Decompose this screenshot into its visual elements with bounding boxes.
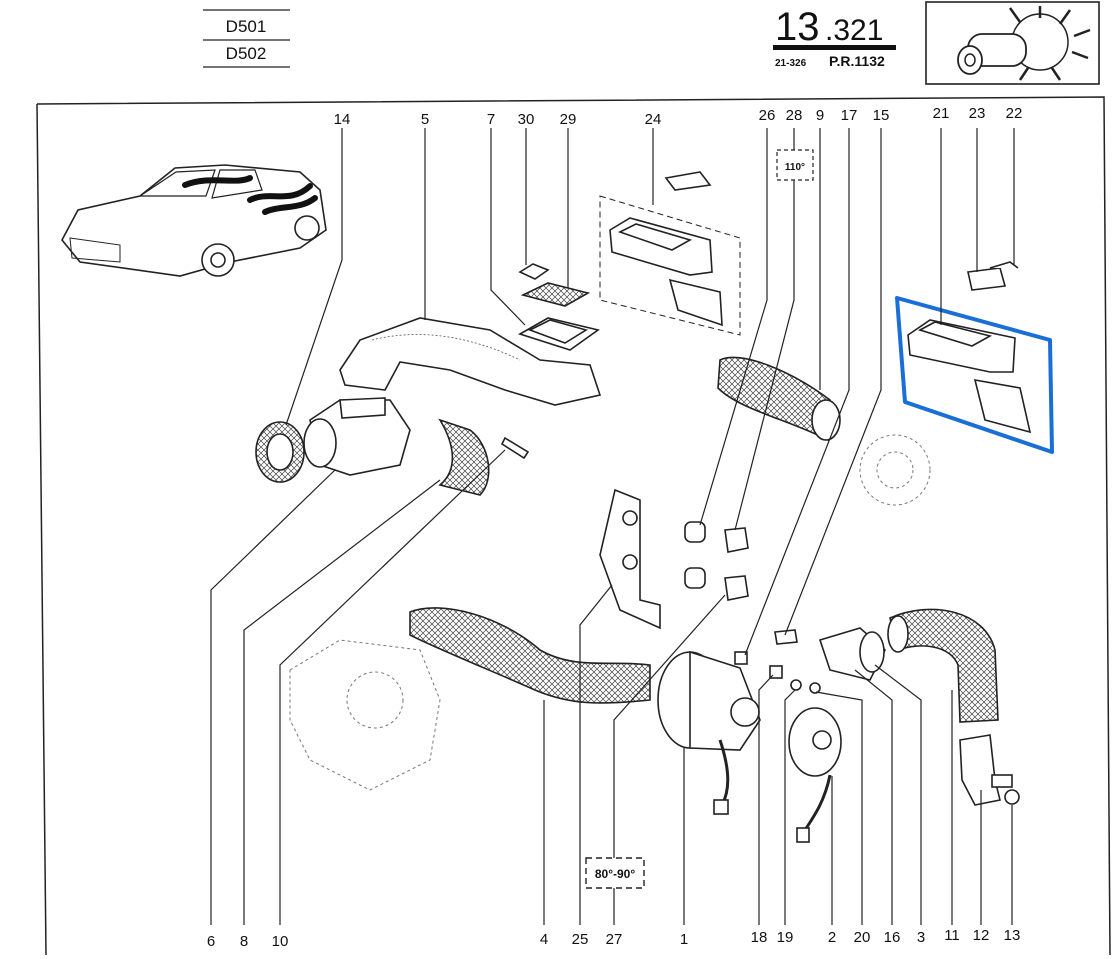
- diagram-frame: [36, 96, 1111, 956]
- model-codes: D501 D502: [203, 9, 290, 68]
- callout-label: 2: [828, 929, 836, 946]
- callout-label: 16: [884, 929, 901, 946]
- alternator-outline: [859, 434, 931, 506]
- callout-label: 13: [1004, 927, 1021, 944]
- callout-label: 19: [777, 929, 794, 946]
- vent-assembly: [599, 171, 741, 336]
- callout-label: 8: [240, 933, 248, 950]
- temperature-tag-80-90: 80°-90°: [585, 857, 645, 889]
- temperature-value: 80°-90°: [595, 867, 635, 881]
- callout-label: 17: [841, 107, 858, 124]
- air-duct: [339, 317, 602, 406]
- callout-label: 14: [334, 111, 351, 128]
- hose-elbow: [889, 608, 999, 723]
- highlight-outline: [895, 296, 1054, 454]
- callout-label: 3: [917, 929, 925, 946]
- callout-label: 30: [518, 111, 535, 128]
- pipe-fitting: [959, 734, 1001, 806]
- washer: [809, 682, 821, 694]
- section-number-sub: .321: [825, 14, 883, 47]
- callout-label: 11: [944, 927, 960, 944]
- callout-label: 7: [487, 111, 495, 128]
- model-code: D501: [226, 17, 267, 36]
- water-valve: [774, 627, 886, 681]
- top-callouts: 14 5 7 30 29 24 26 28 9 17 15 21 23 22: [334, 105, 1023, 128]
- callout-label: 27: [606, 931, 623, 948]
- temperature-value: 110°: [785, 162, 805, 173]
- callout-label: 29: [560, 111, 577, 128]
- heater-hose: [409, 607, 651, 704]
- gasket-set: [518, 263, 600, 351]
- car-illustration: [61, 164, 327, 277]
- callout-label: 4: [540, 931, 548, 948]
- heating-system-icon: [925, 1, 1100, 85]
- nut: [1004, 789, 1020, 805]
- callout-label: 12: [973, 927, 990, 944]
- callout-label: 23: [969, 105, 986, 122]
- callout-label: 15: [873, 107, 890, 124]
- callout-label: 25: [572, 931, 589, 948]
- clamp: [438, 418, 490, 496]
- model-code: D502: [226, 44, 267, 63]
- auxiliary-motor: [788, 707, 842, 843]
- temperature-tag-110: 110°: [776, 149, 814, 181]
- callout-label: 24: [645, 111, 662, 128]
- leader-lines: [210, 128, 1015, 925]
- callout-label: 9: [816, 107, 824, 124]
- ref-code: 21-326: [775, 58, 807, 69]
- bottom-callouts: 6 8 10 4 25 27 1 18 19 2 20 16 3 11 12 1…: [207, 927, 1021, 950]
- pr-code: P.R.1132: [829, 53, 885, 69]
- washer: [790, 679, 802, 691]
- nut: [734, 651, 748, 665]
- callout-label: 6: [207, 933, 215, 950]
- callout-label: 22: [1006, 105, 1023, 122]
- section-number: 13 .321 21-326 P.R.1132: [773, 5, 896, 69]
- callout-label: 28: [786, 107, 803, 124]
- bracket-and-grommets: [599, 488, 749, 630]
- callout-label: 1: [680, 931, 688, 948]
- blower-housing: [255, 397, 411, 483]
- callout-label: 20: [854, 929, 871, 946]
- bolt: [500, 436, 530, 460]
- engine-outline: [289, 639, 441, 791]
- side-vent-assembly: [907, 261, 1032, 434]
- section-number-main: 13: [775, 5, 820, 49]
- callout-label: 18: [751, 929, 768, 946]
- callout-label: 5: [421, 111, 429, 128]
- callout-label: 10: [272, 933, 289, 950]
- screw: [991, 774, 1013, 788]
- callout-label: 26: [759, 107, 776, 124]
- blower-motor: [657, 650, 761, 815]
- callout-label: 21: [933, 105, 950, 122]
